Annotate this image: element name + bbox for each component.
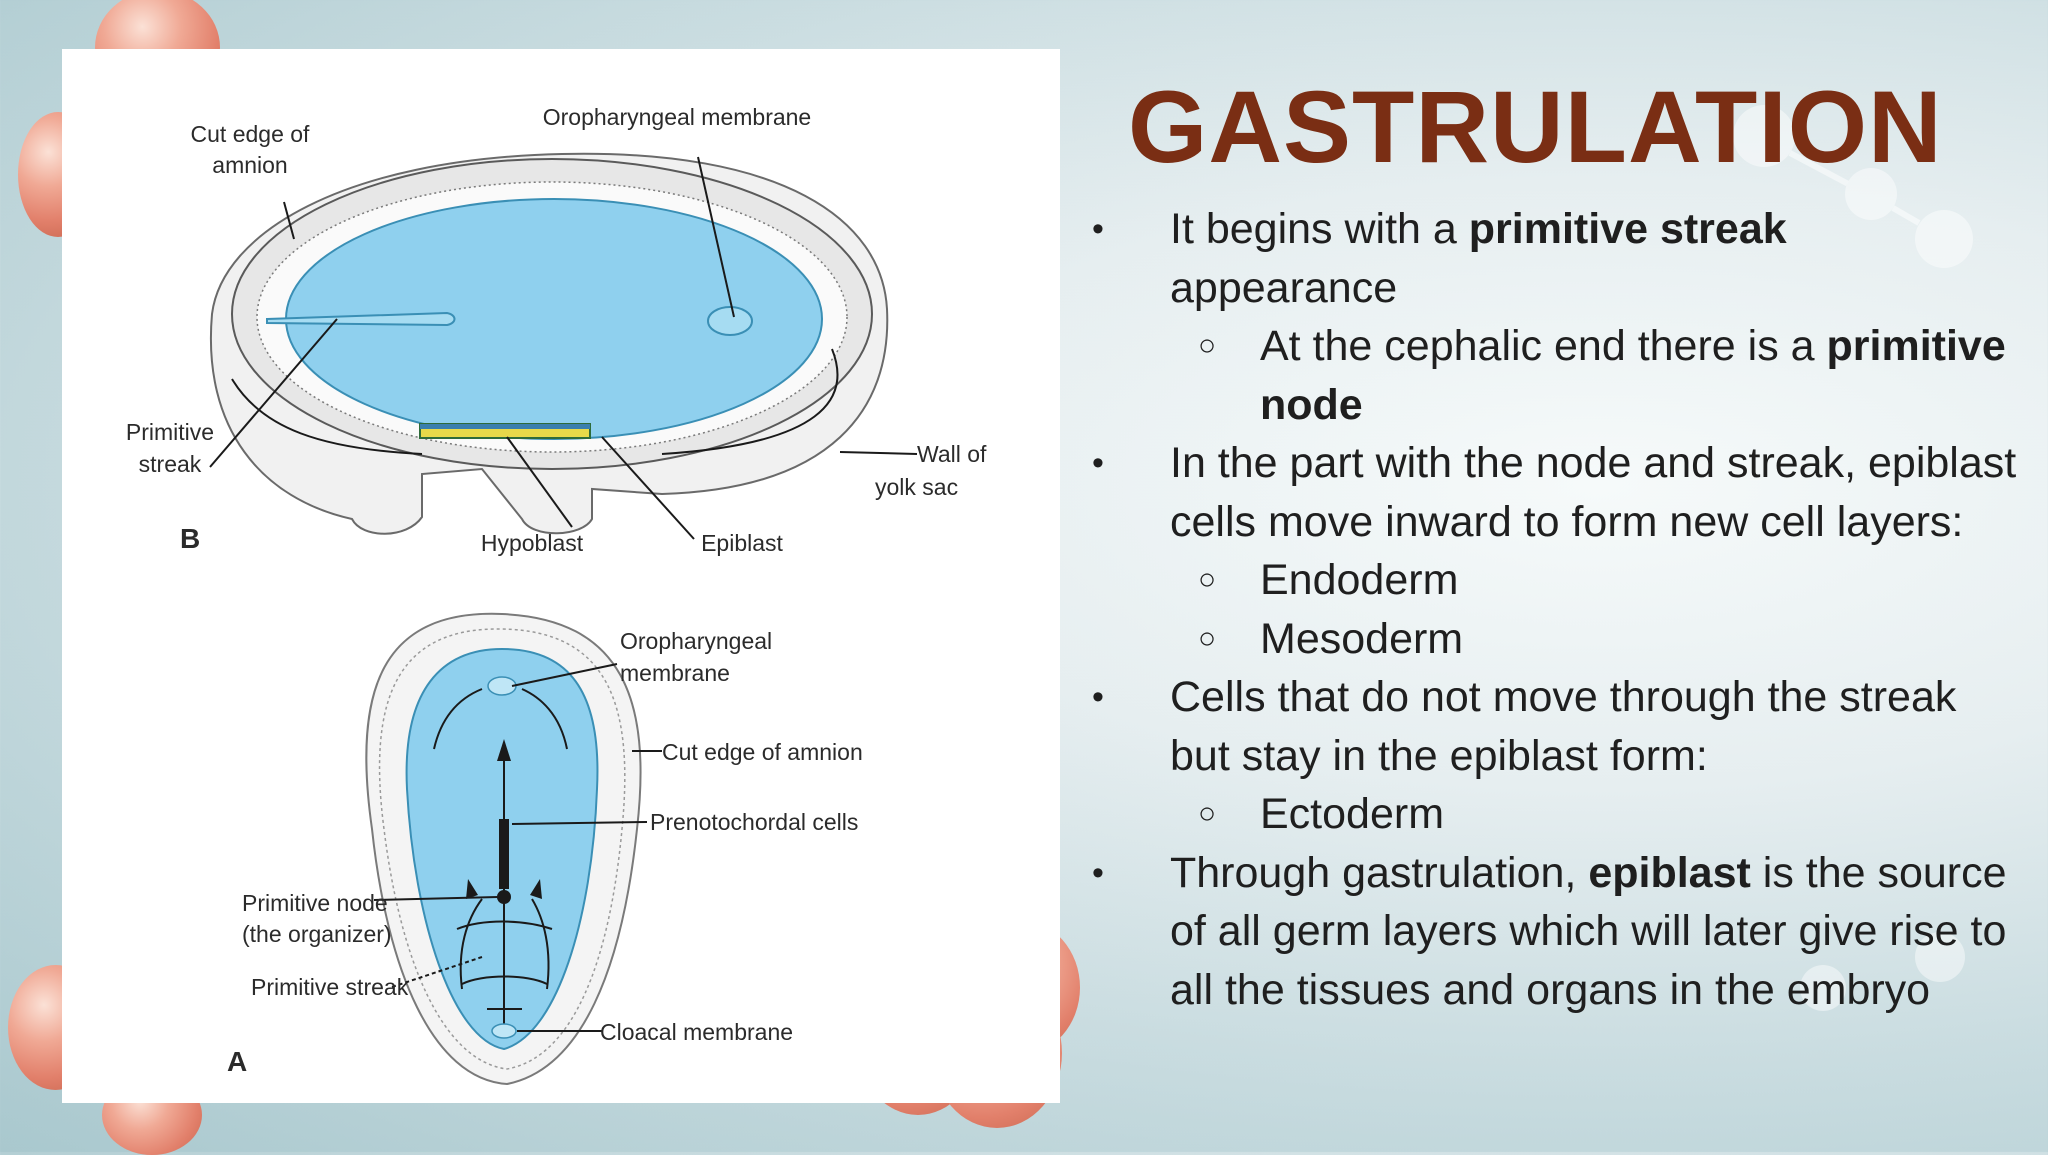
bullet-text: In the part with the node and streak, ep… [1170,439,2017,546]
bullet-text: Endoderm [1260,556,1459,604]
bullet-text: Cells that do not move through the strea… [1170,673,1957,780]
bullet-text-continued: is the source of all germ layers which w… [1170,848,2007,1014]
decorative-molecule-node-5 [1800,965,1846,1011]
label-oropharyngeal-membrane-b: Oropharyngeal membrane [543,104,811,130]
sub-bullet-marker: ○ [1198,621,1217,655]
bullet-text: Ectoderm [1260,790,1445,838]
label-primitive-node-1: Primitive node [242,890,388,916]
bullet-text: At the cephalic end there is a [1260,322,1827,370]
decorative-molecule-node-2 [1845,168,1897,220]
label-cloacal-membrane: Cloacal membrane [600,1019,793,1045]
bullet-text-continued: appearance [1170,263,1398,312]
label-cut-edge-amnion-b-1: Cut edge of [191,121,311,147]
bullet-text: It begins with a [1170,205,1469,253]
label-primitive-streak-b-2: streak [139,451,202,477]
label-wall-of-yolk-sac-1: Wall of [917,441,987,467]
sub-bullet-item: ○ Endoderm [1090,551,2020,610]
label-prenotochordal-cells: Prenotochordal cells [650,809,858,835]
label-primitive-streak-b-1: Primitive [126,419,214,445]
label-wall-of-yolk-sac-2: yolk sac [875,474,958,500]
bullet-marker: • [1092,678,1104,716]
label-cut-edge-amnion-b-2: amnion [212,152,287,178]
bullet-marker: • [1092,210,1104,248]
label-panel-a: A [227,1046,247,1077]
sub-bullet-marker: ○ [1198,797,1217,830]
bullet-item: • It begins with a primitive streak appea… [1090,200,2020,317]
bullet-marker: • [1092,853,1104,892]
bullet-bold-term: primitive node [1260,322,2006,429]
bullet-marker: • [1092,444,1104,482]
bullet-bold-term: epiblast [1588,848,1751,897]
sub-bullet-item: ○ Ectoderm [1090,785,2020,844]
bullet-text: Mesoderm [1260,614,1464,663]
label-cut-edge-amnion-a: Cut edge of amnion [662,739,863,765]
label-oropharyngeal-membrane-a-2: membrane [620,660,730,686]
panel-b-diagram: Cut edge of amnion Oropharyngeal membran… [126,104,987,556]
bullet-item: • Through gastrulation, epiblast is the s… [1090,844,2020,1020]
label-primitive-streak-a: Primitive streak [251,974,409,1000]
bullet-item: • Cells that do not move through the stre… [1090,668,2020,785]
sub-bullet-marker: ○ [1198,329,1217,362]
label-primitive-node-2: (the organizer) [242,921,392,947]
sub-bullet-item: ○ Mesoderm [1090,610,2020,669]
label-oropharyngeal-membrane-a-1: Oropharyngeal [620,628,772,654]
bullet-item: • In the part with the node and streak, e… [1090,434,2020,551]
slide-title: GASTRULATION [1128,70,1943,184]
decorative-molecule-node-1 [1733,105,1795,167]
label-hypoblast: Hypoblast [481,530,584,556]
label-panel-b: B [180,523,200,554]
bullet-text: Through gastrulation, [1170,848,1589,897]
sub-bullet-marker: ○ [1198,563,1217,596]
panel-a-diagram: Oropharyngeal membrane Cut edge of amnio… [227,612,863,1086]
bullet-bold-term: primitive streak [1468,205,1787,253]
decorative-molecule-node-3 [1915,210,1973,268]
gastrulation-figure: Cut edge of amnion Oropharyngeal membran… [62,49,1060,1103]
bullet-list: • It begins with a primitive streak appea… [1090,200,2020,1019]
decorative-molecule-node-4 [1915,932,1965,982]
embryo-diagram: Cut edge of amnion Oropharyngeal membran… [126,104,987,1086]
sub-bullet-item: ○ At the cephalic end there is a primitiv… [1090,317,2020,434]
label-epiblast: Epiblast [701,530,783,556]
